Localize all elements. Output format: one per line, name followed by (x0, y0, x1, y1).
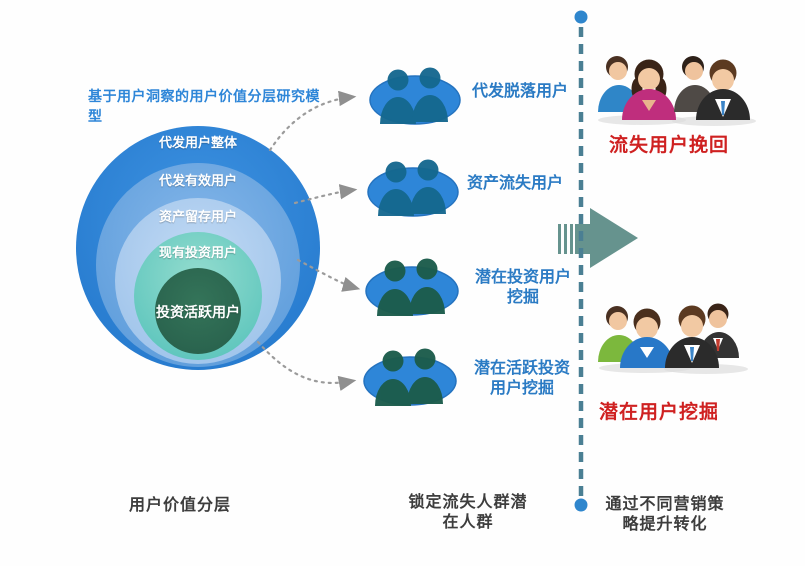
user-group-icon-4 (363, 348, 457, 406)
person-head (419, 67, 441, 89)
person-head (414, 348, 436, 370)
person-body (409, 287, 445, 314)
ring-label-4: 现有投资用户 (158, 245, 237, 260)
person-body (410, 187, 446, 214)
user-group-icon-2 (367, 159, 459, 217)
user-group-icon-1 (369, 67, 461, 125)
column-caption-2: 锁定流失人群潜 在人群 (408, 494, 528, 531)
person-body (380, 97, 416, 124)
model-title: 基于用户洞察的用户价值分层研究模型 (88, 88, 320, 124)
user-group-icon-3 (365, 258, 459, 316)
segment-label-4: 潜在活跃投资 用户挖掘 (473, 360, 570, 397)
segment-label-3: 潜在投资用户 挖掘 (474, 269, 571, 306)
person-gray-back (674, 56, 716, 112)
person-body (375, 379, 411, 406)
column-caption-1: 用户价值分层 (128, 497, 231, 514)
flow-arrow-icon (558, 208, 638, 268)
person-blue-sweater (620, 308, 674, 368)
connector-arrow-4 (256, 340, 357, 391)
person-head (417, 159, 439, 181)
people-clipart-potential-users (598, 303, 748, 374)
segment-label-1: 代发脱落用户 (472, 83, 569, 100)
connector-arrow-2 (293, 184, 358, 205)
ring-label-5: 投资活跃用户 (156, 304, 240, 320)
timeline-top-dot (574, 10, 588, 24)
timeline-bottom-dot (574, 498, 588, 512)
person-body (378, 189, 414, 216)
ring-label-1: 代发用户整体 (158, 135, 237, 150)
person-body (407, 377, 443, 404)
dotted-connectors (256, 90, 361, 391)
people-clipart-lost-users (598, 56, 756, 126)
segment-label-2: 资产流失用户 (467, 175, 564, 192)
timeline (574, 10, 588, 512)
ring-label-3: 资产留存用户 (158, 209, 237, 224)
column-caption-3: 通过不同营销策 略提升转化 (605, 496, 725, 533)
person-head (387, 69, 409, 91)
person-body (377, 289, 413, 316)
person-body (412, 95, 448, 122)
person-head (384, 260, 406, 282)
connector-arrow-3 (296, 258, 361, 292)
outcome-label-lost-users: 流失用户挽回 (608, 135, 729, 156)
ring-label-2: 代发有效用户 (158, 173, 237, 188)
person-suit-blue-tie-2 (665, 305, 719, 368)
person-suit-blue-tie (696, 59, 750, 120)
outcome-label-potential-users: 潜在用户挖掘 (598, 402, 719, 423)
connector-arrow-1 (268, 90, 357, 152)
nested-value-circles (76, 126, 320, 370)
person-head (382, 350, 404, 372)
person-head (385, 161, 407, 183)
person-magenta-woman (622, 59, 676, 120)
ring-5-circle (155, 268, 241, 354)
person-head (416, 258, 438, 280)
